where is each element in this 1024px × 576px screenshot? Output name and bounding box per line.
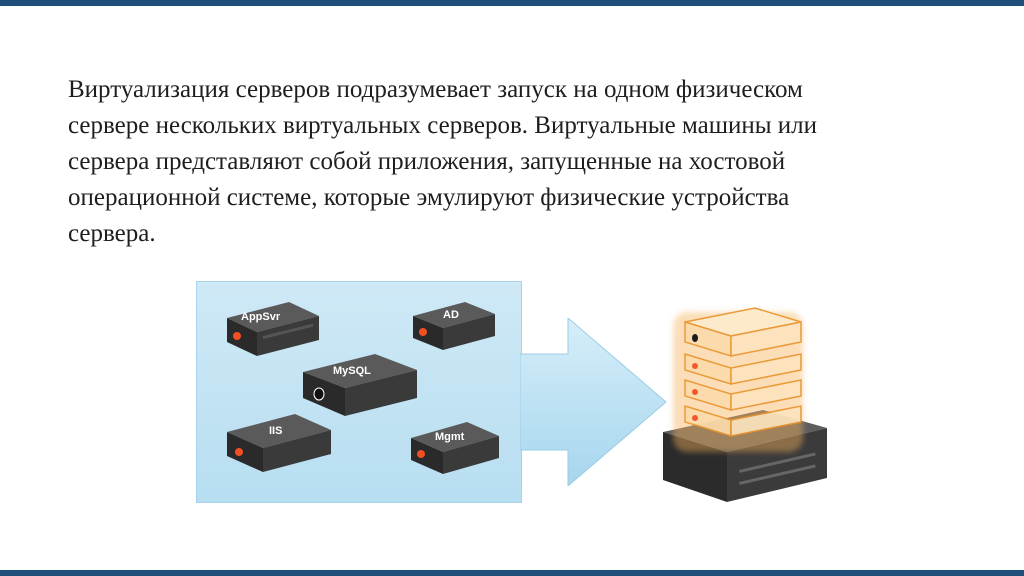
virtual-servers-panel: AppSvr AD MySQL IIS Mgmt — [196, 281, 522, 503]
server-label: AD — [443, 309, 459, 321]
windows-icon — [233, 332, 241, 340]
windows-icon — [417, 450, 425, 458]
windows-icon — [692, 389, 698, 395]
top-accent-bar — [0, 0, 1024, 6]
server-appsvr: AppSvr — [227, 302, 319, 356]
physical-host-server — [663, 307, 827, 502]
paragraph-line: сервере нескольких виртуальных серверов.… — [68, 112, 818, 139]
server-mysql: MySQL — [303, 354, 417, 416]
server-label: MySQL — [333, 365, 371, 377]
windows-icon — [692, 415, 698, 421]
windows-icon — [235, 448, 243, 456]
paragraph-line: Виртуализация серверов подразумевает зап… — [68, 76, 803, 103]
paragraph-line: сервера. — [68, 220, 156, 247]
paragraph-line: сервера представляют собой приложения, з… — [68, 148, 786, 175]
server-mgmt: Mgmt — [411, 422, 499, 474]
server-ad: AD — [413, 302, 495, 350]
windows-icon — [692, 363, 698, 369]
slide-paragraph: Виртуализация серверов подразумевает зап… — [68, 72, 968, 252]
server-label: IIS — [269, 425, 282, 437]
server-label: AppSvr — [241, 311, 281, 323]
bottom-accent-bar — [0, 570, 1024, 576]
server-label: Mgmt — [435, 431, 465, 443]
server-iis: IIS — [227, 414, 331, 472]
paragraph-line: операционной системе, которые эмулируют … — [68, 184, 790, 211]
virtual-server-stack — [673, 307, 803, 452]
linux-icon — [692, 334, 698, 342]
right-arrow-icon — [520, 318, 667, 486]
windows-icon — [419, 328, 427, 336]
linux-icon — [313, 387, 325, 401]
